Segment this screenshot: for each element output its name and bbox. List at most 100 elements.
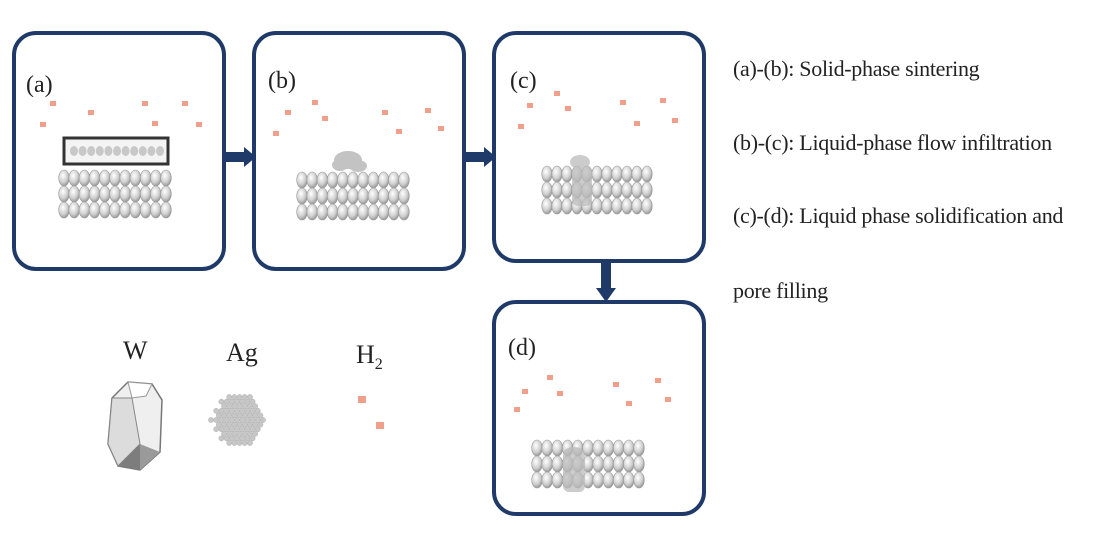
ag-cluster-dot (228, 398, 235, 405)
ag-cluster-dot (239, 398, 245, 405)
ag-cluster-dot (236, 440, 243, 446)
h2-particle (382, 110, 388, 115)
tungsten-grain (357, 203, 369, 221)
ag-cluster-dot (231, 412, 238, 419)
ag-cluster-dot (244, 417, 251, 423)
ag-cluster-dot (257, 421, 264, 428)
ag-cluster-dot (226, 421, 232, 428)
tungsten-grain (119, 201, 131, 219)
tungsten-grain (357, 187, 369, 205)
legend-h2-sub: 2 (374, 356, 383, 374)
h2-particle (634, 121, 640, 126)
tungsten-grain (88, 201, 101, 219)
ag-cluster-dot (260, 417, 266, 423)
h2-particle (626, 401, 632, 406)
tungsten-grain (88, 169, 101, 187)
tungsten-grain (621, 181, 633, 199)
ag-cluster-dot (244, 398, 251, 405)
tungsten-grain (337, 171, 349, 189)
tungsten-grain (88, 185, 101, 203)
ag-cluster-dot (231, 430, 238, 437)
h2-particle (527, 103, 533, 108)
tungsten-grain (541, 165, 553, 183)
tungsten-grain (398, 187, 410, 205)
tungsten-grain (602, 455, 615, 473)
tungsten-grain (541, 455, 553, 473)
tungsten-grain (612, 455, 625, 473)
tungsten-grain (109, 201, 121, 219)
ag-cluster-dot (241, 412, 248, 419)
ag-infiltration-c (570, 155, 592, 206)
tungsten-grain (337, 203, 349, 221)
tungsten-grain (623, 455, 635, 473)
ag-cluster-dot (234, 426, 240, 433)
ag-cluster-dot (241, 440, 248, 446)
h2-particle (312, 100, 318, 105)
ag-cluster-dot (234, 435, 240, 442)
h2-particle (655, 378, 661, 383)
ag-cluster-dot (234, 417, 240, 423)
tungsten-grain (641, 181, 653, 199)
tungsten-grain (611, 181, 623, 199)
tungsten-grain (388, 171, 400, 189)
h2-particle (88, 110, 94, 115)
tungsten-grain (139, 185, 152, 203)
h2-legend-square-1 (358, 396, 366, 403)
ag-cluster-dot (226, 403, 232, 410)
description-b-c: (b)-(c): Liquid-phase flow infiltration (733, 130, 1052, 155)
tungsten-grain (99, 169, 111, 187)
ag-cluster-dot (236, 412, 243, 419)
tungsten-grain (347, 187, 359, 205)
tungsten-grain (129, 201, 142, 219)
ag-particle (104, 146, 113, 156)
tungsten-grain (641, 197, 653, 215)
ag-cluster-dot (244, 435, 251, 442)
h2-particle (672, 118, 678, 123)
tungsten-grain (602, 471, 615, 489)
ag-cluster-dot (239, 426, 245, 433)
tungsten-grain (398, 203, 410, 221)
tungsten-grain (150, 185, 162, 203)
tungsten-grain (99, 185, 111, 203)
silver-cluster-icon (208, 394, 266, 446)
ag-cluster-dot (249, 435, 256, 442)
tungsten-grain (377, 187, 390, 205)
ag-cluster-dot (241, 430, 248, 437)
tungsten-grain (99, 201, 111, 219)
h2-particle (396, 129, 402, 134)
h2-particle (152, 121, 158, 126)
ag-cluster-dot (241, 394, 248, 400)
legend-h2-label: H2 (356, 340, 383, 374)
ag-cluster-dot (247, 430, 253, 437)
tungsten-grain (633, 439, 645, 457)
ag-cluster-dot (257, 412, 264, 419)
h2-particle (554, 91, 560, 96)
ag-cluster-dot (215, 412, 222, 419)
tungsten-grain (129, 185, 142, 203)
ag-particle (113, 146, 121, 156)
tungsten-grain (306, 203, 318, 221)
tungsten-grain (388, 187, 400, 205)
h2-particle (565, 106, 571, 111)
h2-particle (518, 124, 524, 129)
tungsten-grain (591, 197, 603, 215)
tungsten-grain (357, 171, 369, 189)
tungsten-grains-c (541, 165, 653, 215)
ag-cluster-dot (247, 403, 253, 410)
h2-particle (142, 101, 148, 106)
tungsten-grain (347, 203, 359, 221)
ag-melt-b (332, 151, 367, 172)
tungsten-grain (109, 185, 121, 203)
ag-particle (78, 146, 87, 156)
tungsten-grain (591, 165, 603, 183)
tungsten-grain (367, 203, 380, 221)
h2-particle (322, 116, 328, 121)
tungsten-grain (316, 203, 329, 221)
tungsten-grain (631, 165, 643, 183)
tungsten-grain (612, 439, 625, 457)
ag-cluster-dot (228, 435, 235, 442)
ag-cluster-dot (254, 407, 261, 414)
ag-cluster-dot (231, 403, 238, 410)
ag-particle (147, 146, 156, 156)
tungsten-grain (561, 181, 573, 199)
